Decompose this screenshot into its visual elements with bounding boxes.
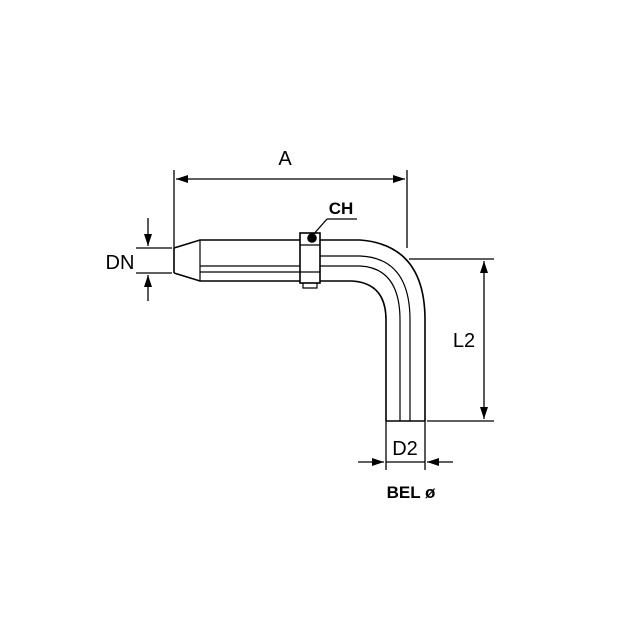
hex-marker-dot — [307, 233, 317, 243]
pipe-outer — [320, 239, 426, 421]
pipe-bottom-inner — [320, 265, 401, 421]
pipe-inner — [320, 280, 387, 421]
dimension-a — [173, 170, 408, 248]
ch-leader-line — [311, 218, 328, 237]
insert-nipple — [173, 239, 300, 282]
fitting-body — [173, 232, 426, 422]
dimension-dn-label: DN — [106, 252, 135, 274]
dimension-l2 — [409, 258, 494, 422]
dimension-dn — [136, 218, 172, 301]
dimension-d2-label: D2 — [392, 438, 418, 460]
ch-label: CH — [329, 199, 354, 218]
dimension-l2-label: L2 — [453, 330, 475, 352]
ferrule-lines — [199, 240, 300, 281]
ch-leader — [311, 218, 357, 237]
hex-nut — [299, 232, 321, 284]
dimension-a-label: A — [278, 148, 292, 170]
dimension-d2 — [358, 421, 453, 470]
hex-nut-flats — [300, 244, 320, 289]
bel-caption: BEL ø — [387, 483, 436, 502]
pipe-top-inner — [320, 255, 411, 421]
